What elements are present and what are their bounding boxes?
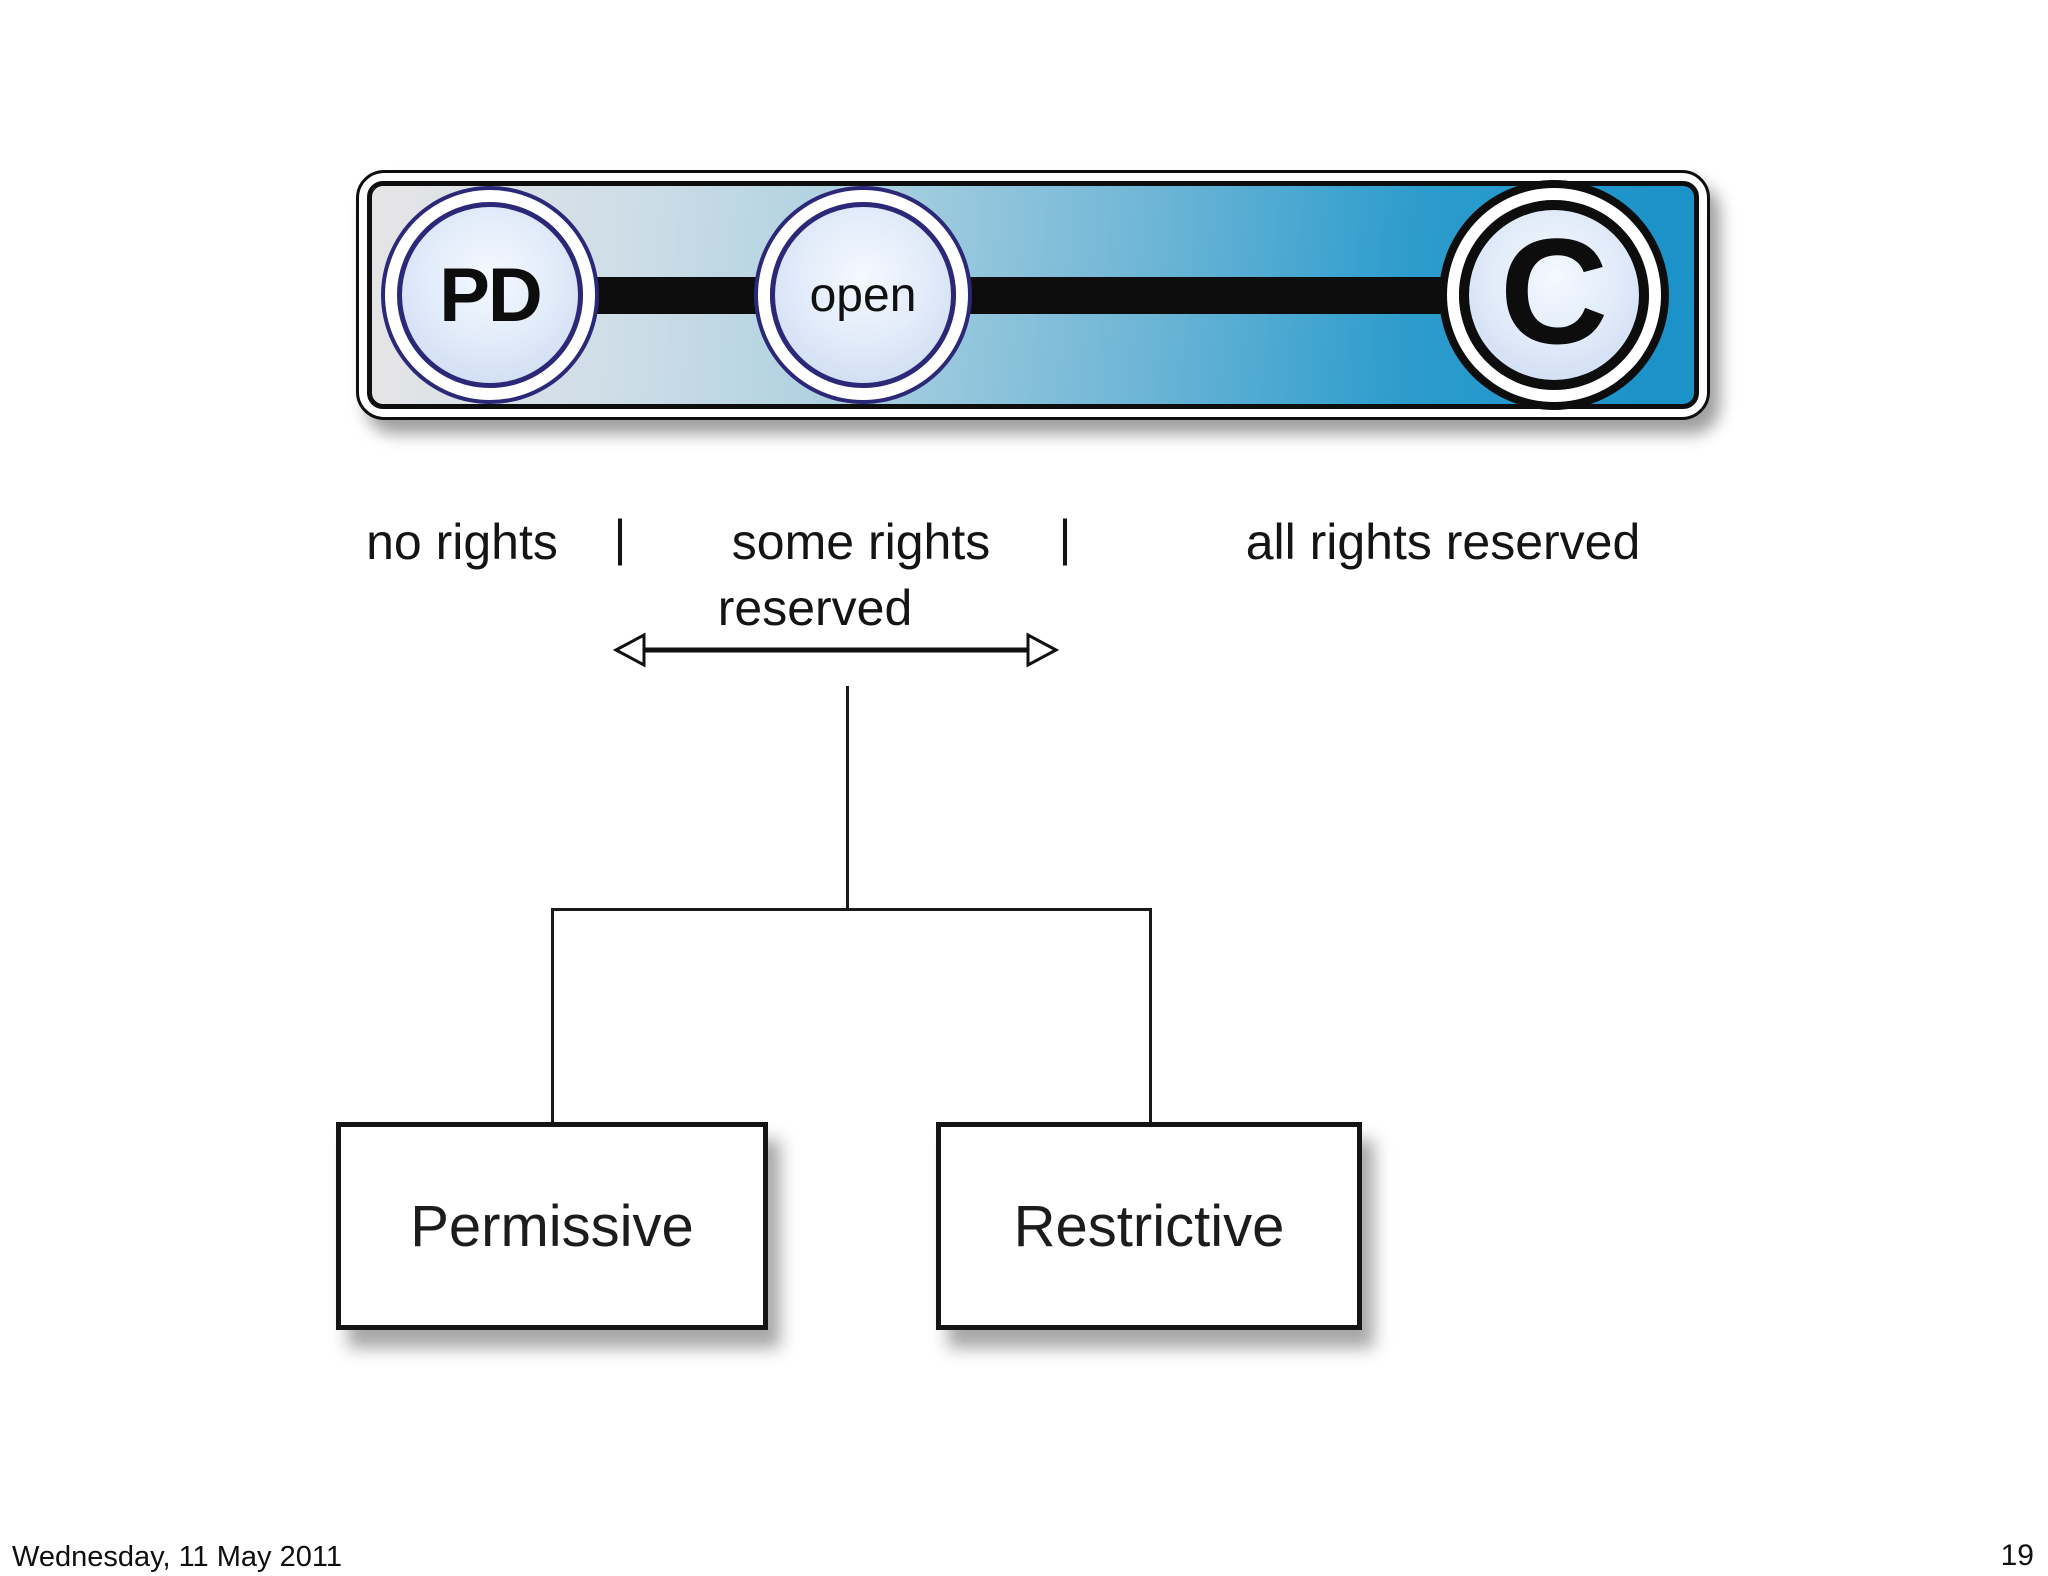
footer-date: Wednesday, 11 May 2011	[12, 1541, 342, 1573]
spectrum-connector-line	[490, 277, 1554, 314]
copyright-label: C	[1499, 207, 1609, 375]
public-domain-label: PD	[439, 252, 543, 338]
no-rights-label: no rights	[366, 514, 558, 570]
some-rights-label: some rights	[731, 514, 991, 570]
open-label: open	[809, 268, 917, 322]
reserved-label: reserved	[717, 580, 913, 636]
tree-horizontal-line	[551, 908, 1152, 911]
all-rights-reserved-label: all rights reserved	[1245, 514, 1641, 570]
footer-page-number: 19	[2000, 1539, 2034, 1572]
separator-1: |	[613, 510, 627, 566]
permissive-label: Permissive	[410, 1193, 694, 1259]
public-domain-node: PD	[397, 202, 583, 388]
separator-2: |	[1058, 510, 1072, 566]
tree-left-branch-line	[551, 908, 554, 1124]
double-arrow-icon	[612, 632, 1060, 668]
tree-right-branch-line	[1149, 908, 1152, 1124]
copyright-node: C	[1459, 200, 1649, 390]
restrictive-label: Restrictive	[1013, 1193, 1285, 1259]
tree-trunk-line	[846, 686, 849, 910]
open-node: open	[770, 202, 956, 388]
permissive-box: Permissive	[336, 1122, 768, 1330]
restrictive-box: Restrictive	[936, 1122, 1362, 1330]
